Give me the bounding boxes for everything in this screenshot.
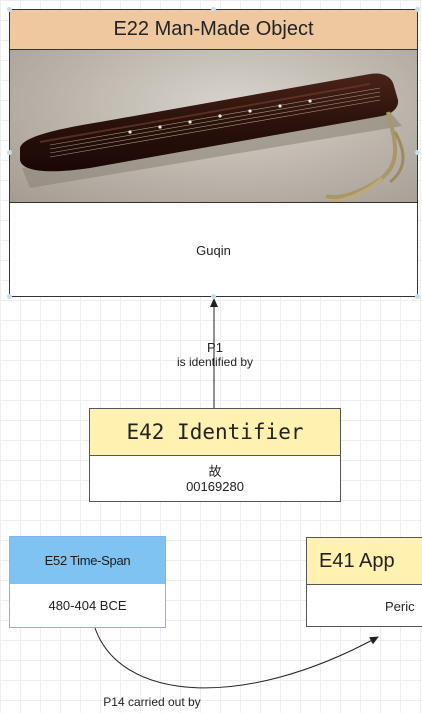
selection-handle[interactable] xyxy=(7,7,12,12)
node-e22-value: Guqin xyxy=(196,242,231,258)
selection-handle[interactable] xyxy=(211,294,216,299)
edge-p1-label[interactable]: P1 is identified by xyxy=(140,340,290,370)
selection-handle[interactable] xyxy=(7,294,12,299)
selection-handle[interactable] xyxy=(415,294,420,299)
node-e42-identifier[interactable]: E42 Identifier 故 00169280 xyxy=(89,408,341,502)
selection-handle[interactable] xyxy=(211,7,216,12)
node-e52-value: 480-404 BCE xyxy=(48,598,127,613)
guqin-photo xyxy=(10,50,417,203)
edge-p14-curve[interactable] xyxy=(94,627,379,689)
node-e41-value: Peric xyxy=(385,599,415,614)
node-e22-man-made-object[interactable]: E22 Man-Made Object xyxy=(9,9,418,297)
node-e42-title: E42 Identifier xyxy=(90,409,340,456)
node-e22-title: E22 Man-Made Object xyxy=(10,10,417,50)
node-e52-time-span[interactable]: E52 Time-Span 480-404 BCE xyxy=(9,536,166,628)
selection-handle[interactable] xyxy=(415,150,420,155)
selection-handle[interactable] xyxy=(7,150,12,155)
edge-p14-label[interactable]: P14 carried out by xyxy=(103,695,201,709)
edge-p1-code: P1 xyxy=(207,340,223,355)
selection-handle[interactable] xyxy=(415,7,420,12)
node-e52-title: E52 Time-Span xyxy=(10,537,165,584)
node-e41-appellation[interactable]: E41 App Peric xyxy=(306,537,422,627)
node-e42-value-line1: 故 xyxy=(208,464,222,479)
node-e41-title: E41 App xyxy=(307,538,422,585)
guqin-instrument-image xyxy=(20,73,405,202)
node-e42-value-line2: 00169280 xyxy=(186,479,244,494)
edge-p1-text: is identified by xyxy=(176,355,254,369)
